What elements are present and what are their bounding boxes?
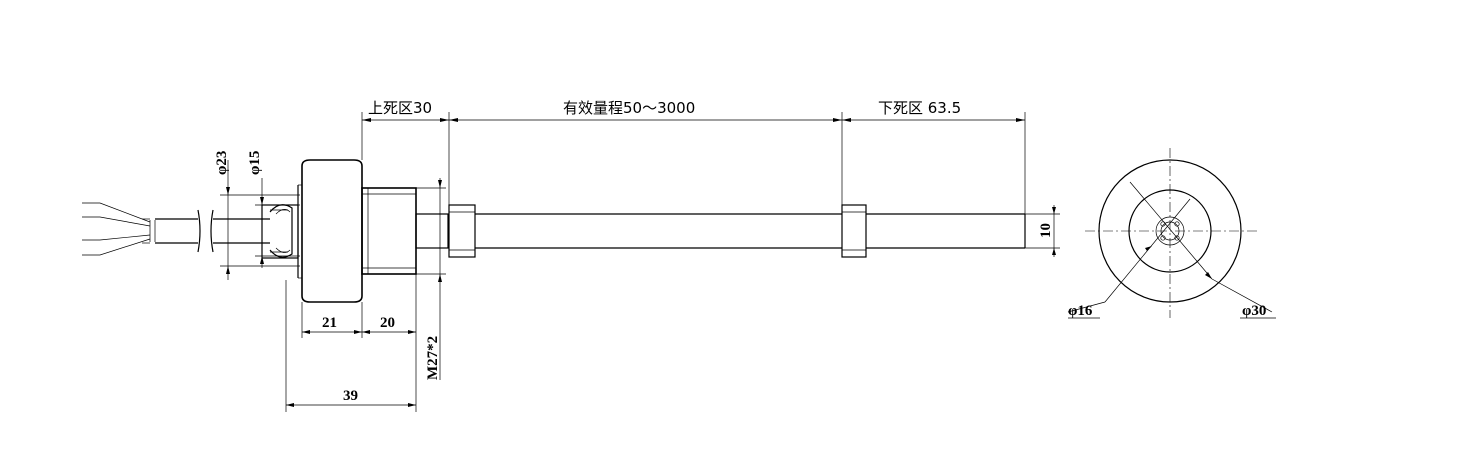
rod-dia-label: 10 xyxy=(1038,223,1054,238)
rod xyxy=(475,213,1026,249)
thread-label: M27*2 xyxy=(425,336,441,380)
cable-wires xyxy=(82,202,156,256)
dia30-label: φ30 xyxy=(1242,303,1266,319)
dia15-label: φ15 xyxy=(247,151,263,175)
neck xyxy=(415,213,449,249)
dia16-label: φ16 xyxy=(1068,303,1093,319)
float-lower xyxy=(841,204,867,258)
dia23-label: φ23 xyxy=(214,151,230,175)
end-view xyxy=(1067,148,1276,319)
dim20-label: 20 xyxy=(380,315,395,331)
top-dimensions xyxy=(361,112,1026,214)
thread-section xyxy=(361,187,417,275)
lower-dead-zone-label: 下死区 63.5 xyxy=(878,99,961,117)
cable-diameter-dims xyxy=(220,160,300,280)
effective-range-label: 有效量程50～3000 xyxy=(563,99,695,117)
dim21-label: 21 xyxy=(322,315,337,331)
rod-diameter-dim xyxy=(1025,205,1060,257)
housing xyxy=(297,159,363,303)
thread-dimension xyxy=(416,178,446,380)
float-upper xyxy=(448,204,476,258)
cable-gland xyxy=(261,204,299,259)
upper-dead-zone-label: 上死区30 xyxy=(368,99,432,117)
bottom-dimensions xyxy=(285,274,417,412)
cable-sheath xyxy=(155,209,270,253)
dim39-label: 39 xyxy=(343,388,358,404)
